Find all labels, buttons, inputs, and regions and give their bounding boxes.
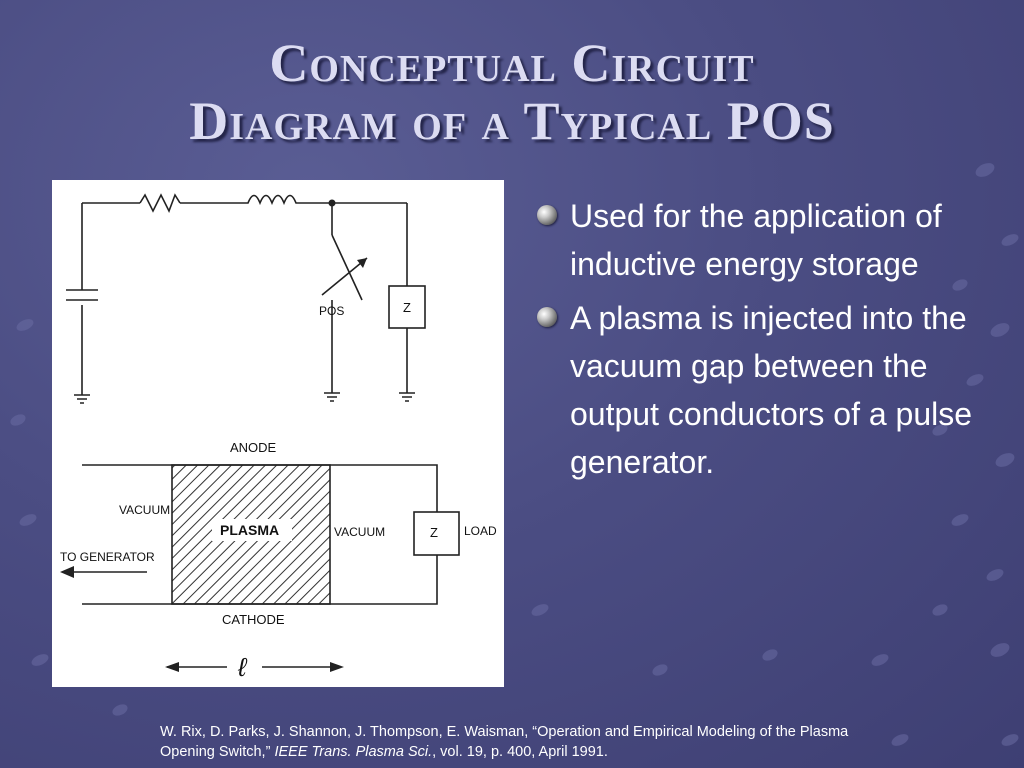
pos-label: POS xyxy=(319,304,344,318)
inductor-symbol xyxy=(240,194,298,206)
capacitor-symbol xyxy=(66,289,98,301)
bullet-item-2: A plasma is injected into the vacuum gap… xyxy=(537,294,987,486)
ground-right-symbol xyxy=(399,392,415,402)
bullet-text-2: A plasma is injected into the vacuum gap… xyxy=(570,300,973,480)
sphere-bullet-icon xyxy=(537,307,557,327)
bullet-list: Used for the application of inductive en… xyxy=(537,192,987,492)
z-box-top xyxy=(388,285,426,329)
anode-label: ANODE xyxy=(230,440,277,455)
slide-title: Conceptual Circuit Diagram of a Typical … xyxy=(0,34,1024,150)
z-box-bottom xyxy=(413,511,460,556)
length-arrowhead-right xyxy=(330,662,344,672)
pos-switch-arrowhead xyxy=(357,258,367,268)
citation-authors-title: W. Rix, D. Parks, J. Shannon, J. Thompso… xyxy=(160,724,849,760)
to-generator-label: TO GENERATOR xyxy=(60,550,155,564)
z-bottom-label: Z xyxy=(430,525,438,540)
vacuum-left-label: VACUUM xyxy=(119,503,170,517)
length-arrowhead-left xyxy=(165,662,179,672)
ground-left-symbol xyxy=(74,394,90,404)
vacuum-right-label: VACUUM xyxy=(334,525,385,539)
slide-title-line-2: Diagram of a Typical POS xyxy=(189,91,835,151)
resistor-symbol xyxy=(139,193,181,213)
junction-dot xyxy=(328,199,336,207)
plasma-label-bg xyxy=(212,519,292,541)
ground-pos-symbol xyxy=(324,392,340,402)
citation: W. Rix, D. Parks, J. Shannon, J. Thompso… xyxy=(160,722,900,762)
length-label: ℓ xyxy=(237,652,248,682)
citation-details: , vol. 19, p. 400, April 1991. xyxy=(432,744,608,760)
cathode-label: CATHODE xyxy=(222,612,285,627)
pos-switch-symbol xyxy=(321,234,368,301)
z-top-label: Z xyxy=(403,300,411,315)
generator-arrowhead xyxy=(60,566,74,578)
plasma-label: PLASMA xyxy=(220,522,279,538)
slide-title-line-1: Conceptual Circuit xyxy=(269,33,755,93)
circuit-diagram: POS Z ANODE VACUUM PLASMA VACUUM Z LOAD … xyxy=(60,193,497,682)
citation-journal: IEEE Trans. Plasma Sci. xyxy=(274,744,433,760)
sphere-bullet-icon xyxy=(537,205,557,225)
bullet-text-1: Used for the application of inductive en… xyxy=(570,198,942,282)
bullet-item-1: Used for the application of inductive en… xyxy=(537,192,987,288)
circuit-figure: POS Z ANODE VACUUM PLASMA VACUUM Z LOAD … xyxy=(52,180,504,687)
load-label: LOAD xyxy=(464,524,497,538)
